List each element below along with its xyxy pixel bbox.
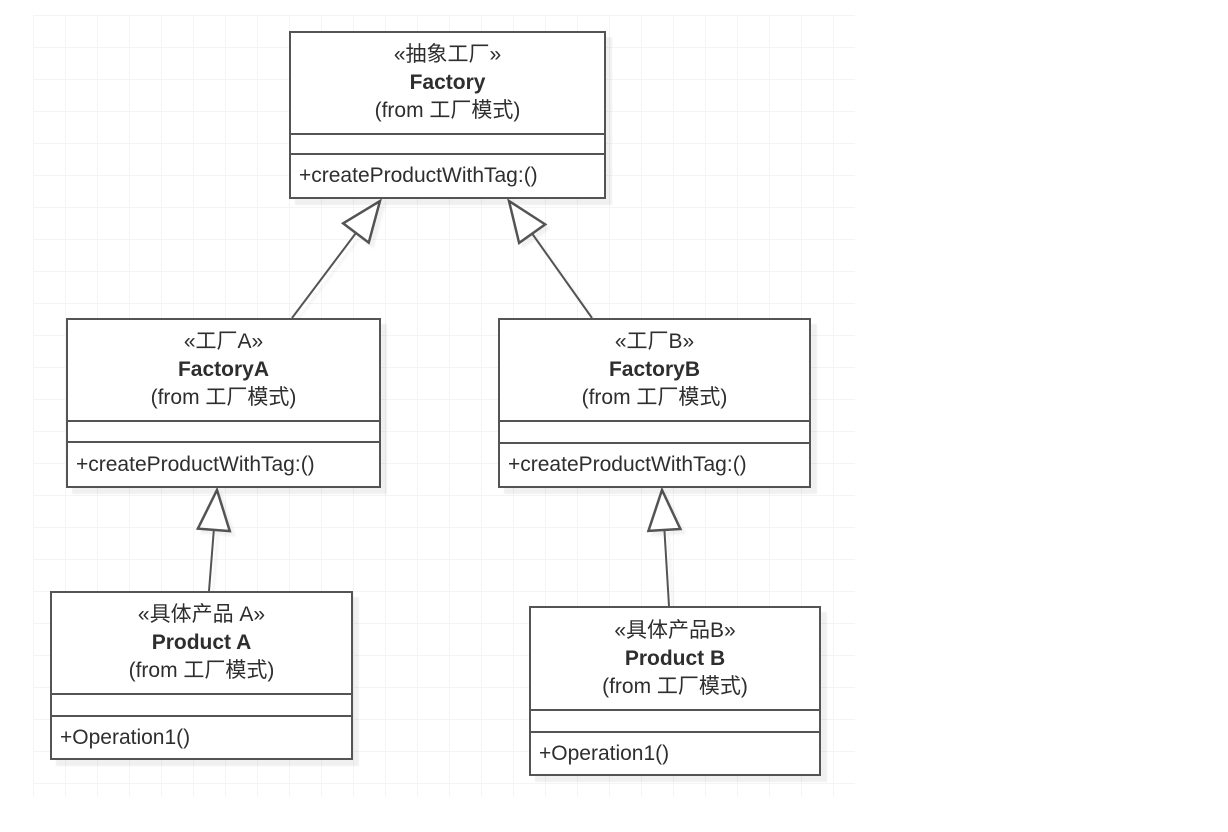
class-stereotype: «工厂A» [183, 330, 264, 353]
class-package: (from 工厂模式) [602, 674, 748, 698]
class-operation: +createProductWithTag:() [508, 453, 747, 476]
class-stereotype: «具体产品B» [614, 618, 736, 642]
class-attributes-compartment [500, 422, 809, 444]
class-package: (from 工厂模式) [128, 659, 275, 682]
class-factory[interactable]: «抽象工厂» Factory (from 工厂模式) +createProduc… [289, 31, 606, 199]
class-name: FactoryB [608, 358, 701, 381]
class-operations-compartment: +Operation1() [52, 717, 351, 758]
class-stereotype: «工厂B» [614, 330, 695, 353]
class-operations-compartment: +createProductWithTag:() [500, 444, 809, 486]
class-attributes-compartment [531, 711, 819, 733]
class-operations-compartment: +createProductWithTag:() [68, 443, 379, 486]
class-title-compartment: «抽象工厂» Factory (from 工厂模式) [291, 33, 604, 135]
class-package: (from 工厂模式) [581, 386, 728, 409]
class-name: Product A [151, 631, 252, 654]
class-title-compartment: «工厂B» FactoryB (from 工厂模式) [500, 320, 809, 422]
class-name: Product B [624, 646, 726, 670]
class-package: (from 工厂模式) [374, 99, 521, 122]
generalization-edge[interactable] [646, 486, 683, 607]
generalization-edge[interactable] [195, 486, 232, 592]
generalization-edge[interactable] [507, 198, 593, 319]
class-operation: +Operation1() [539, 741, 670, 765]
class-operation: +Operation1() [60, 725, 191, 749]
class-title-compartment: «具体产品B» Product B (from 工厂模式) [531, 608, 819, 711]
class-package: (from 工厂模式) [150, 386, 297, 409]
class-title-compartment: «工厂A» FactoryA (from 工厂模式) [68, 320, 379, 422]
class-factory-b[interactable]: «工厂B» FactoryB (from 工厂模式) +createProduc… [498, 318, 811, 488]
class-operations-compartment: +createProductWithTag:() [291, 155, 604, 197]
class-operation: +createProductWithTag:() [299, 164, 538, 187]
generalization-edge[interactable] [291, 198, 383, 319]
class-stereotype: «具体产品 A» [137, 603, 266, 626]
class-attributes-compartment [52, 695, 351, 717]
class-title-compartment: «具体产品 A» Product A (from 工厂模式) [52, 593, 351, 695]
class-attributes-compartment [68, 422, 379, 443]
class-factory-a[interactable]: «工厂A» FactoryA (from 工厂模式) +createProduc… [66, 318, 381, 488]
class-name: FactoryA [177, 358, 270, 381]
class-operations-compartment: +Operation1() [531, 733, 819, 774]
class-product-b[interactable]: «具体产品B» Product B (from 工厂模式) +Operation… [529, 606, 821, 776]
class-name: Factory [409, 71, 486, 94]
class-operation: +createProductWithTag:() [76, 452, 315, 476]
class-attributes-compartment [291, 135, 604, 155]
class-stereotype: «抽象工厂» [393, 43, 502, 66]
class-product-a[interactable]: «具体产品 A» Product A (from 工厂模式) +Operatio… [50, 591, 353, 760]
